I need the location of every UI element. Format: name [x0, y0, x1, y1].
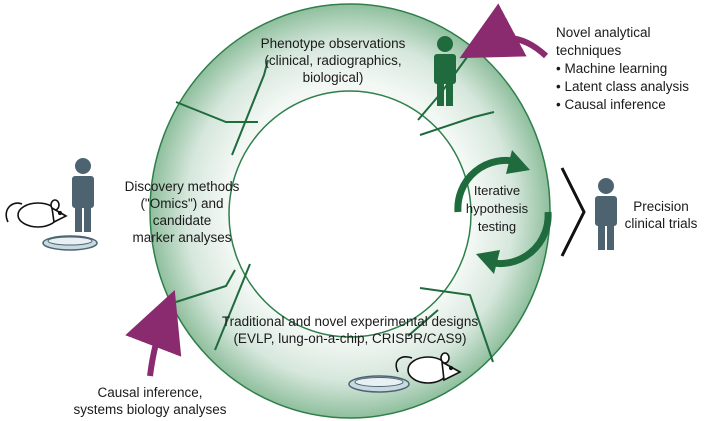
- mouse-icon-bottom: [395, 352, 462, 384]
- divider-upper-right: [419, 111, 495, 136]
- technique-item: Latent class analysis: [556, 78, 712, 96]
- divider-bottom-right: [407, 309, 439, 337]
- techniques-heading: Novel analytical techniques: [556, 25, 651, 58]
- phenotype-observations-label: Phenotype observations (clinical, radiog…: [258, 35, 408, 86]
- novel-techniques-box: Novel analytical techniques Machine lear…: [556, 24, 712, 114]
- petri-dish-icon-bottom: [348, 375, 410, 393]
- cycle-arrow-lower: [487, 211, 552, 268]
- experimental-line-2: (EVLP, lung-on-a-chip, CRISPR/CAS9): [233, 331, 467, 346]
- phenotype-line-1: Phenotype observations: [260, 36, 406, 51]
- techniques-list: Machine learning Latent class analysis C…: [556, 60, 712, 114]
- technique-item: Causal inference: [556, 96, 712, 114]
- divider-top-left: [231, 59, 269, 156]
- experimental-designs-label: Traditional and novel experimental desig…: [205, 313, 495, 347]
- iterative-line-1: Iterative: [473, 183, 521, 198]
- discovery-line-1: Discovery methods: [124, 179, 240, 194]
- mouse-icon-left: [5, 199, 68, 228]
- phenotype-line-2: (clinical, radiographics,: [264, 53, 402, 68]
- divider-lower-left: [175, 269, 236, 303]
- iterative-hypothesis-label: Iterative hypothesis testing: [462, 182, 532, 236]
- experimental-line-1: Traditional and novel experimental desig…: [221, 314, 479, 329]
- chevron-icon: [560, 167, 586, 257]
- discovery-line-2: ("Omics") and candidate: [140, 196, 224, 228]
- iterative-line-2: hypothesis: [465, 201, 529, 216]
- person-icon-precision: [595, 178, 617, 250]
- precision-line-1: Precision: [633, 199, 689, 214]
- divider-upper-left: [175, 101, 258, 123]
- iterative-line-3: testing: [477, 219, 517, 234]
- technique-item: Machine learning: [556, 60, 712, 78]
- phenotype-line-3: biological): [302, 70, 364, 85]
- petri-dish-icon-left: [42, 235, 98, 251]
- precision-trials-label: Precision clinical trials: [620, 198, 702, 232]
- person-icon-phenotype: [434, 36, 456, 106]
- cycle-arrows-icon: [454, 150, 552, 274]
- cycle-arrow-upper: [454, 156, 519, 213]
- divider-lower-right: [419, 287, 494, 363]
- causal-line-1: Causal inference,: [97, 385, 203, 400]
- curved-arrow-icon-bottom: [125, 289, 182, 377]
- ring: [149, 3, 551, 419]
- person-icon-discovery: [72, 158, 94, 232]
- causal-inference-label: Causal inference, systems biology analys…: [60, 384, 240, 418]
- precision-line-2: clinical trials: [624, 216, 698, 231]
- divider-bottom-left: [214, 263, 251, 351]
- curved-arrow-icon-top: [459, 3, 549, 59]
- causal-line-2: systems biology analyses: [73, 402, 227, 417]
- cycle-arrowhead-lower: [476, 250, 500, 274]
- discovery-methods-label: Discovery methods ("Omics") and candidat…: [112, 178, 252, 246]
- ring-dividers: [175, 52, 495, 363]
- discovery-line-3: marker analyses: [132, 230, 232, 245]
- cycle-arrowhead-upper: [506, 150, 530, 174]
